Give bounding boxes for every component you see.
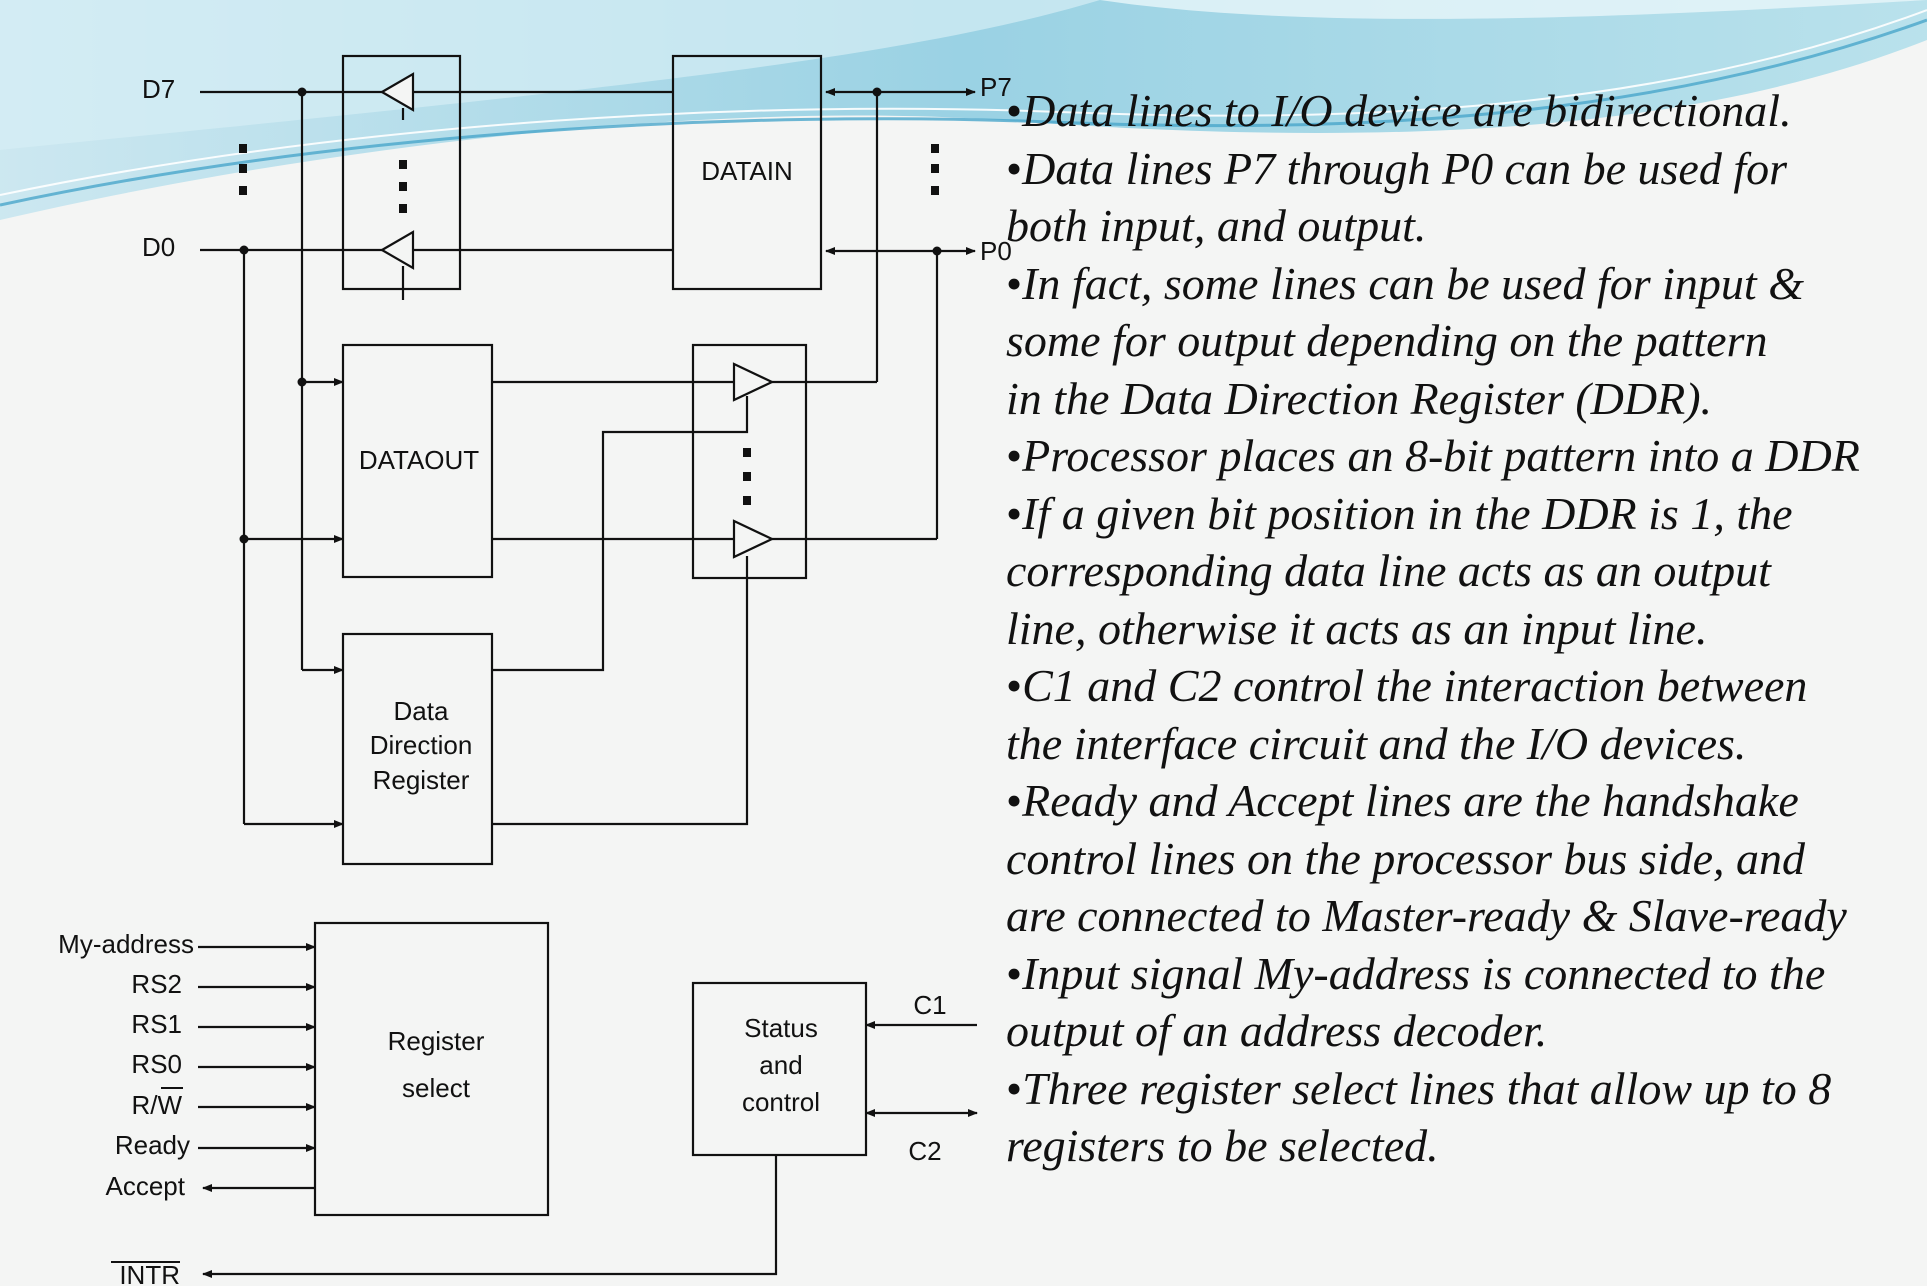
note-item: •Data lines to I/O device are bidirectio… — [1006, 82, 1921, 140]
status-control-label-line1: Status — [744, 1013, 818, 1043]
control-line-c1: C1 — [913, 990, 946, 1020]
note-item-continuation: output of an address decoder. — [1006, 1002, 1921, 1060]
signal-rw: R/W — [131, 1090, 182, 1120]
note-text: registers to be selected. — [1006, 1120, 1439, 1171]
pin-d0: D0 — [142, 232, 175, 262]
note-text: Input signal My-address is connected to … — [1022, 947, 1826, 999]
pin-p7: P7 — [980, 72, 1012, 102]
note-text: Three register select lines that allow u… — [1022, 1062, 1832, 1114]
register-select-label-line2: select — [402, 1073, 471, 1103]
signal-ready: Ready — [115, 1130, 190, 1160]
ddr-label-line3: Register — [373, 765, 470, 795]
note-item: •Data lines P7 through P0 can be used fo… — [1006, 140, 1921, 198]
pin-d7: D7 — [142, 74, 175, 104]
signal-intr: INTR — [119, 1260, 180, 1286]
note-text: Data lines to I/O device are bidirection… — [1022, 85, 1792, 136]
note-item-continuation: control lines on the processor bus side,… — [1006, 830, 1921, 888]
note-item-continuation: line, otherwise it acts as an input line… — [1006, 600, 1921, 658]
dataout-block — [341, 343, 494, 579]
note-text: line, otherwise it acts as an input line… — [1006, 602, 1708, 654]
note-text: output of an address decoder. — [1006, 1005, 1548, 1056]
note-item-continuation: are connected to Master-ready & Slave-re… — [1006, 887, 1921, 945]
datain-block — [671, 54, 823, 291]
bullet-notes: •Data lines to I/O device are bidirectio… — [1006, 82, 1921, 1175]
signal-rs1: RS1 — [131, 1009, 182, 1039]
bullet-marker: • — [1006, 775, 1023, 826]
bullet-marker: • — [1006, 142, 1023, 194]
note-text: corresponding data line acts as an outpu… — [1006, 545, 1771, 596]
note-text: control lines on the processor bus side,… — [1006, 832, 1805, 884]
note-item: •Three register select lines that allow … — [1006, 1060, 1921, 1118]
input-buffer-group — [341, 54, 462, 291]
note-text: If a given bit position in the DDR is 1,… — [1022, 487, 1793, 539]
signal-my-address: My-address — [58, 929, 194, 959]
note-item-continuation: some for output depending on the pattern — [1006, 312, 1921, 370]
note-item: •C1 and C2 control the interaction betwe… — [1006, 657, 1921, 715]
signal-rs0: RS0 — [131, 1049, 182, 1079]
input-buffers — [379, 72, 415, 270]
register-select-label-line1: Register — [388, 1026, 485, 1056]
note-item-continuation: registers to be selected. — [1006, 1117, 1921, 1175]
bullet-marker: • — [1006, 1062, 1023, 1114]
bullet-marker: • — [1006, 430, 1023, 481]
note-text: Data lines P7 through P0 can be used for — [1022, 142, 1787, 194]
junction-dots — [239, 87, 942, 544]
signal-rs2: RS2 — [131, 969, 182, 999]
ddr-label-line2: Direction — [370, 730, 473, 760]
note-text: Processor places an 8-bit pattern into a… — [1022, 430, 1860, 481]
overbars — [111, 1087, 183, 1263]
note-item-continuation: both input, and output. — [1006, 197, 1921, 255]
note-text: the interface circuit and the I/O device… — [1006, 717, 1747, 769]
note-text: Ready and Accept lines are the handshake — [1022, 775, 1799, 826]
note-text: both input, and output. — [1006, 200, 1427, 251]
status-control-label-line3: control — [742, 1087, 820, 1117]
bullet-marker: • — [1006, 85, 1023, 136]
note-item: •Ready and Accept lines are the handshak… — [1006, 772, 1921, 830]
control-line-c2: C2 — [908, 1136, 941, 1166]
note-item-continuation: the interface circuit and the I/O device… — [1006, 715, 1921, 773]
ellipsis-dots — [239, 144, 939, 505]
bullet-marker: • — [1006, 257, 1023, 309]
note-text: In fact, some lines can be used for inpu… — [1022, 257, 1804, 309]
bullet-marker: • — [1006, 487, 1023, 539]
bullet-marker: • — [1006, 947, 1023, 999]
output-buffers — [732, 362, 775, 559]
note-text: are connected to Master-ready & Slave-re… — [1006, 890, 1847, 941]
header-wave — [0, 0, 1927, 220]
note-text: C1 and C2 control the interaction betwee… — [1022, 660, 1808, 711]
dataout-label: DATAOUT — [359, 445, 479, 475]
note-item: •Input signal My-address is connected to… — [1006, 945, 1921, 1003]
output-buffer-group — [691, 343, 808, 580]
status-control-block — [691, 981, 868, 1157]
note-text: in the Data Direction Register (DDR). — [1006, 372, 1713, 424]
note-item: •In fact, some lines can be used for inp… — [1006, 255, 1921, 313]
register-select-block — [313, 921, 550, 1217]
note-item: •Processor places an 8-bit pattern into … — [1006, 427, 1921, 485]
pin-p0: P0 — [980, 236, 1012, 266]
datain-label: DATAIN — [701, 156, 792, 186]
bullet-marker: • — [1006, 660, 1023, 711]
status-control-label-line2: and — [759, 1050, 802, 1080]
ddr-label-line1: Data — [394, 696, 449, 726]
signal-accept: Accept — [106, 1171, 186, 1201]
note-item: •If a given bit position in the DDR is 1… — [1006, 485, 1921, 543]
ddr-block — [341, 632, 494, 866]
note-item-continuation: in the Data Direction Register (DDR). — [1006, 370, 1921, 428]
note-item-continuation: corresponding data line acts as an outpu… — [1006, 542, 1921, 600]
note-text: some for output depending on the pattern — [1006, 315, 1768, 366]
